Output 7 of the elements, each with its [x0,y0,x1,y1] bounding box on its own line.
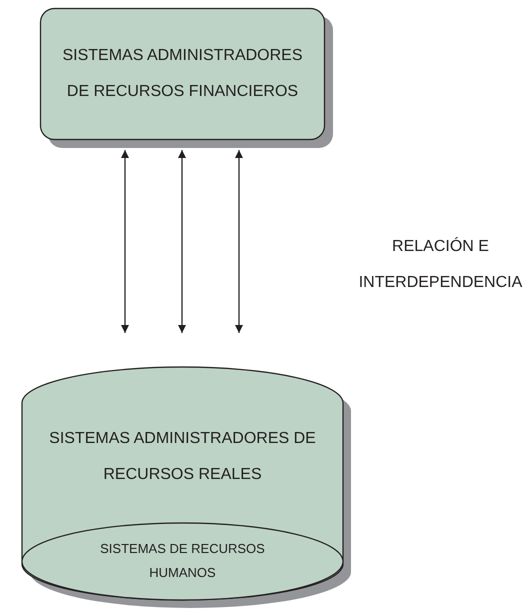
node-label: SISTEMAS ADMINISTRADORES DE RECURSOS REALES [48,429,317,485]
annotation-text: RELACIÓN E INTERDEPENDENCIA [358,236,524,293]
double-arrow [121,150,129,333]
double-arrow [178,150,186,333]
double-arrow [235,150,243,333]
node-label: SISTEMAS ADMINISTRADORES DE RECURSOS FINANCIEROS [61,46,304,102]
node-label: SISTEMAS DE RECURSOS HUMANOS [99,540,266,582]
